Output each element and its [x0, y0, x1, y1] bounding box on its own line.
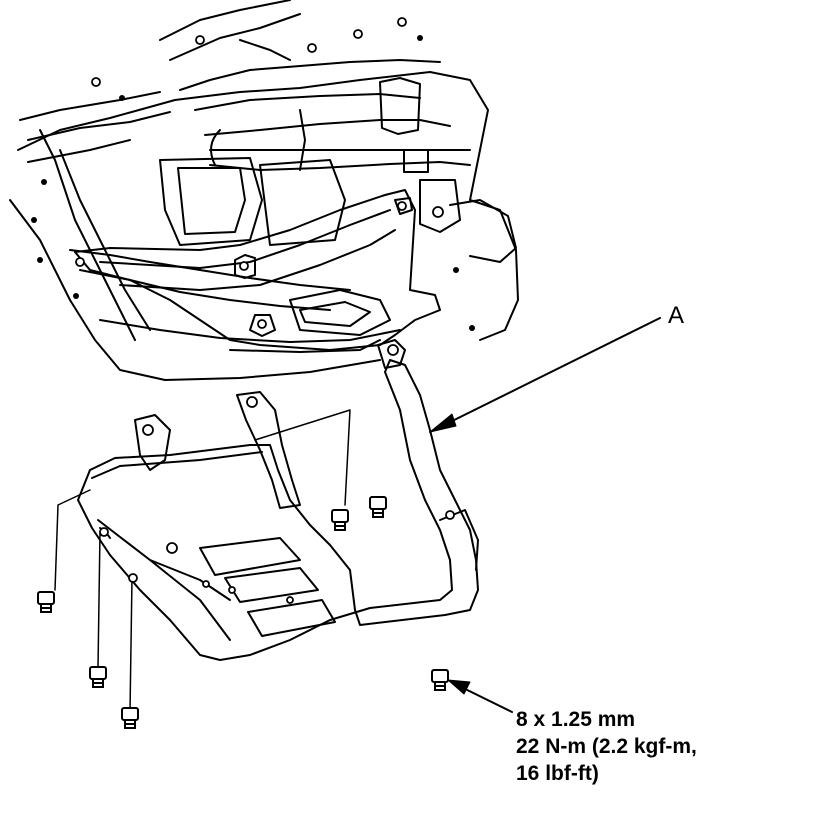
undercover-shield — [77, 359, 479, 661]
bolt-icon — [89, 666, 107, 688]
mounting-holes — [75, 17, 455, 604]
torque-line-1: 22 N-m (2.2 kgf-m, — [516, 735, 697, 758]
callout-a-leader — [429, 317, 661, 433]
bolt-icon — [369, 496, 387, 518]
fastener-size: 8 x 1.25 mm — [516, 708, 636, 731]
bolt-leader-lines — [54, 409, 351, 713]
bolt-icon — [37, 591, 55, 613]
torque-spec: 8 x 1.25 mm 22 N-m (2.2 kgf-m, 16 lbf-ft… — [516, 706, 697, 787]
bolt-icon — [431, 669, 449, 691]
part-label-a: A — [668, 302, 685, 329]
torque-line-2: 16 lbf-ft) — [516, 762, 599, 785]
bolt-icon — [331, 509, 349, 531]
spec-callout-leader — [447, 679, 513, 713]
flange-bolts — [37, 496, 449, 729]
shield-mount-tabs — [134, 339, 406, 509]
bolt-icon — [121, 707, 139, 729]
subframe-brace — [74, 189, 441, 351]
rivet-dots — [31, 35, 475, 331]
engine-compartment — [9, 0, 519, 381]
